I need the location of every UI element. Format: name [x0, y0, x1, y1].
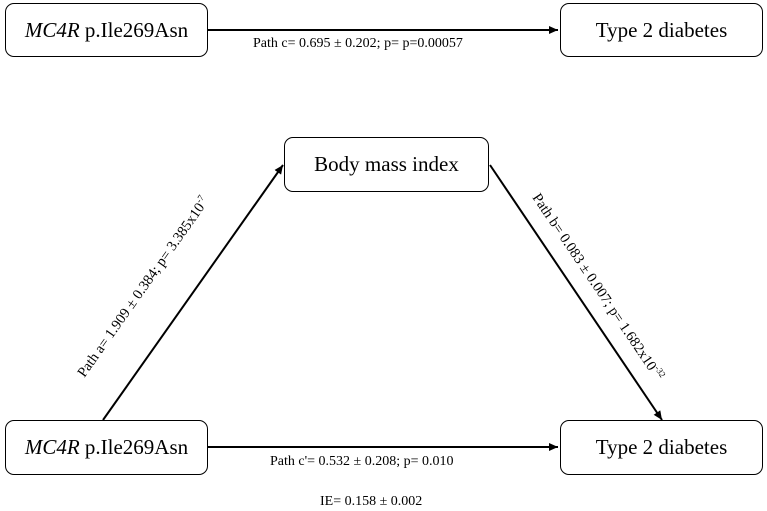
top-outcome-label: Type 2 diabetes: [595, 17, 728, 42]
bottom-exposure-gene: MC4R: [24, 435, 80, 459]
mediator-label: Body mass index: [314, 152, 459, 176]
top-exposure-box: MC4R p.Ile269Asn: [5, 3, 208, 57]
top-exposure-variant: p.Ile269Asn: [84, 17, 189, 42]
path-c-label: Path c= 0.695 ± 0.202; p= p=0.00057: [253, 36, 463, 51]
top-exposure-gene: MC4R: [24, 17, 80, 42]
arrow-path-b: [489, 164, 663, 421]
bottom-exposure-box: MC4R p.Ile269Asn: [5, 420, 208, 475]
path-c-prime-label: Path c'= 0.532 ± 0.208; p= 0.010: [270, 454, 454, 469]
mediator-box: Body mass index: [284, 137, 489, 192]
bottom-outcome-label: Type 2 diabetes: [595, 435, 728, 459]
arrow-path-a: [102, 164, 284, 421]
bottom-exposure-variant: p.Ile269Asn: [84, 435, 189, 459]
bottom-outcome-box: Type 2 diabetes: [560, 420, 763, 475]
indirect-effect-label: IE= 0.158 ± 0.002: [320, 494, 423, 509]
top-outcome-box: Type 2 diabetes: [560, 3, 763, 57]
